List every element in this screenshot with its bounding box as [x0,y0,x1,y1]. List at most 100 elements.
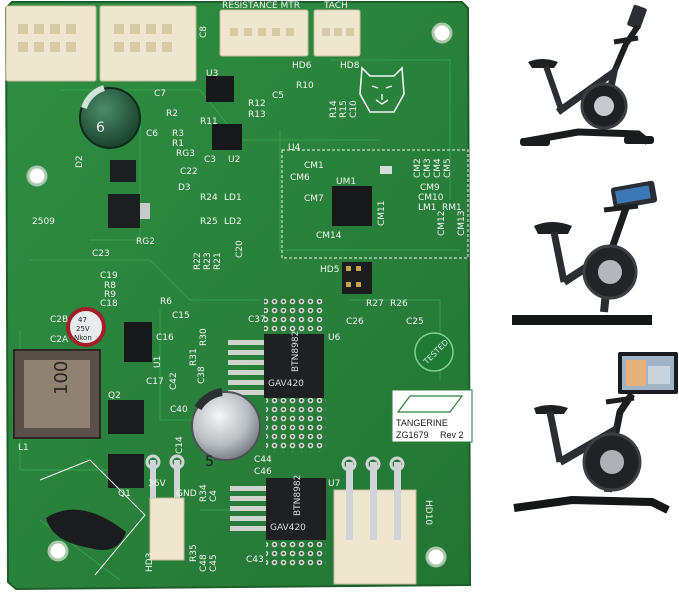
gnd-label: GND [176,489,197,499]
designator: C40 [170,405,188,415]
electrolytic-capacitor-small: 47 25V Nkon [66,307,106,347]
designator: C46 [254,467,272,477]
designator: C18 [100,299,118,309]
hd3-label: HD3 [145,553,155,572]
designator: UM1 [336,177,356,187]
terminal-posts-36v-gnd: 36V GND [145,454,197,510]
designator: C8 [199,26,209,38]
designator: CM4 [433,158,443,178]
designator: Q2 [108,391,121,401]
designator: R11 [200,117,218,127]
designator: C2A [50,335,69,345]
transistor-q2 [108,400,144,434]
pcb-board [4,1,472,591]
inductor-l1: 100 [13,349,101,439]
designator: R25 [200,217,218,227]
designator: C5 [272,91,284,101]
designator: C45 [209,554,219,572]
designator: CM7 [304,194,324,204]
designator: U4 [288,143,301,153]
designator: R34 [199,484,209,502]
designator: R12 [248,99,266,109]
designator: RG3 [176,149,195,159]
electrolytic-capacitor-top: 6 [79,85,141,149]
small-cap-brand: Nkon [74,334,92,342]
designator: R21 [213,252,223,270]
designator: C4 [209,490,219,502]
big-cap-bottom-mark: 5 [205,454,214,470]
chip-u7: BTN8982 GAV420 [230,475,326,566]
designator: D2 [75,155,85,168]
ic-u1 [124,322,152,362]
designator: C20 [235,240,245,258]
designator: C16 [156,333,174,343]
chip-u6: BTN8982 GAV420 [228,296,326,452]
designator: R9 [104,290,116,300]
designator: C2B [50,315,68,325]
tested-stamp: TESTED [414,332,454,372]
designator: R35 [189,544,199,562]
designator: L1 [18,443,29,453]
designator: R8 [104,281,116,291]
designator: C14 [175,436,185,454]
designator: R10 [296,81,314,91]
designator: LD2 [224,217,242,227]
designator: C43 [246,555,264,565]
connector-hd3: HD3 [145,497,185,572]
board-label: TANGERINE ZG1679 Rev 2 [391,389,473,443]
tiger-logo-icon [359,66,405,113]
connector-left-2 [99,5,197,82]
designator: R15 [339,100,349,118]
designator: R14 [329,100,339,118]
label-part: ZG1679 [396,430,429,440]
designator: U7 [328,479,340,489]
designator: C42 [169,372,179,390]
designator: C10 [349,100,359,118]
designator: CM2 [413,158,423,178]
mounting-holes [26,22,453,568]
board-code: 2509 [32,217,55,227]
designator: C22 [180,167,198,177]
u7-line1: BTN8982 [293,475,303,516]
designator: Q1 [118,489,131,499]
designator: C7 [154,89,166,99]
designator: R24 [200,193,218,203]
resistance-mtr-label: RESISTANCE MTR [222,1,300,11]
v36-label: 36V [148,479,166,489]
module-u4 [281,149,469,259]
bike-with-tablet-top [520,4,654,146]
designator: C6 [146,129,158,139]
designator: C23 [92,249,110,259]
connector-hd5: HD5 [320,262,372,294]
u6-line2: GAV420 [268,379,304,389]
mosfet-rg2 [108,194,150,228]
designator: LD1 [224,193,242,203]
big-cap-top-mark: 6 [96,120,105,136]
designator: R2 [166,109,178,119]
designator: C38 [197,366,207,384]
designator: C19 [100,271,118,281]
designator: C25 [406,317,424,327]
designator: C3 [204,155,216,165]
designator: U3 [206,69,218,79]
designator: C48 [199,554,209,572]
u6-line1: BTN8982 [291,331,301,372]
connector-resistance-motor: RESISTANCE MTR [219,1,309,57]
small-cap-value: 47 [78,316,87,324]
designator: C37 [248,315,266,325]
connector-hd10: HD10 [333,456,433,585]
designator: R26 [390,299,408,309]
designator: CM10 [418,193,444,203]
designator: R30 [199,328,209,346]
hd5-label: HD5 [320,265,339,275]
designator: CM1 [304,161,324,171]
designator: U2 [228,155,240,165]
designator: R31 [189,348,199,366]
hd6-label: HD6 [292,61,312,71]
designator: R1 [172,139,184,149]
small-cap-voltage: 25V [76,325,90,333]
designator: CM14 [316,231,342,241]
designator: CM11 [377,200,387,226]
mosfet-small [110,160,136,182]
